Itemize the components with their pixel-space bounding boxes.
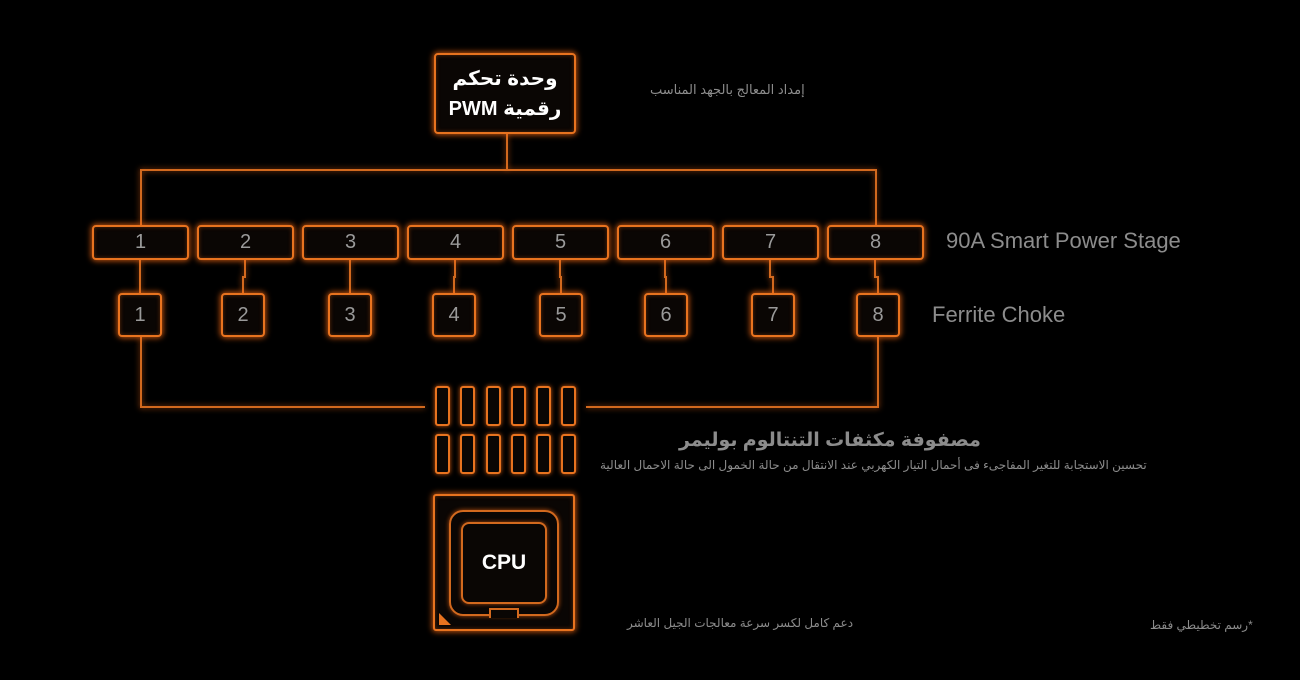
power-stage-1: 1 [92,225,189,260]
supply-note: إمداد المعالج بالجهد المناسب [650,82,805,97]
choke-3: 3 [328,293,372,337]
cpu-die: CPU [461,522,547,604]
choke-1: 1 [118,293,162,337]
power-stage-8: 8 [827,225,924,260]
capacitor-3 [486,386,501,426]
choke-7: 7 [751,293,795,337]
choke-4: 4 [432,293,476,337]
disclaimer: *رسم تخطيطي فقط [1150,618,1253,632]
stage-choke-line-5 [559,260,562,293]
cpu-note: دعم كامل لكسر سرعة معالجات الجيل العاشر [627,616,854,630]
power-stage-2: 2 [197,225,294,260]
choke-label: Ferrite Choke [932,302,1066,327]
capacitor-6 [561,386,576,426]
capacitor-10 [511,434,526,474]
stage-choke-line-8 [874,260,879,293]
top-bus-line [140,169,877,225]
capacitor-1 [435,386,450,426]
cpu-label: CPU [481,551,527,574]
power-stage-7: 7 [722,225,819,260]
power-stage-4: 4 [407,225,504,260]
stage-choke-line-7 [769,260,774,293]
power-stage-5: 5 [512,225,609,260]
stage-choke-line-4 [453,260,456,293]
stage-choke-line-2 [242,260,246,293]
stage-choke-lines [139,260,879,293]
pwm-controller: وحدة تحكم PWM رقمية [434,53,576,134]
bottom-bus-left [140,337,425,408]
bottom-bus-right [586,337,879,408]
cpu-socket: CPU [449,510,559,618]
cpu-notch [489,608,519,618]
capacitor-7 [435,434,450,474]
capacitor-description: تحسين الاستجابة للتغير المفاجىء فى أحمال… [600,458,1147,472]
power-stage-label: 90A Smart Power Stage [946,228,1181,253]
capacitor-2 [460,386,475,426]
capacitor-8 [460,434,475,474]
pwm-controller-line1: وحدة تحكم [452,67,558,90]
capacitor-title: مصفوفة مكثفات التنتالوم بوليمر [679,430,981,451]
capacitor-5 [536,386,551,426]
capacitor-4 [511,386,526,426]
choke-5: 5 [539,293,583,337]
capacitor-12 [561,434,576,474]
pin1-marker-icon [439,613,451,625]
capacitor-11 [536,434,551,474]
pwm-controller-line2: PWM رقمية [448,97,562,120]
power-stage-6: 6 [617,225,714,260]
stage-choke-line-6 [664,260,667,293]
capacitor-9 [486,434,501,474]
power-stage-3: 3 [302,225,399,260]
cpu-package: CPU [433,494,575,631]
choke-6: 6 [644,293,688,337]
choke-2: 2 [221,293,265,337]
choke-8: 8 [856,293,900,337]
